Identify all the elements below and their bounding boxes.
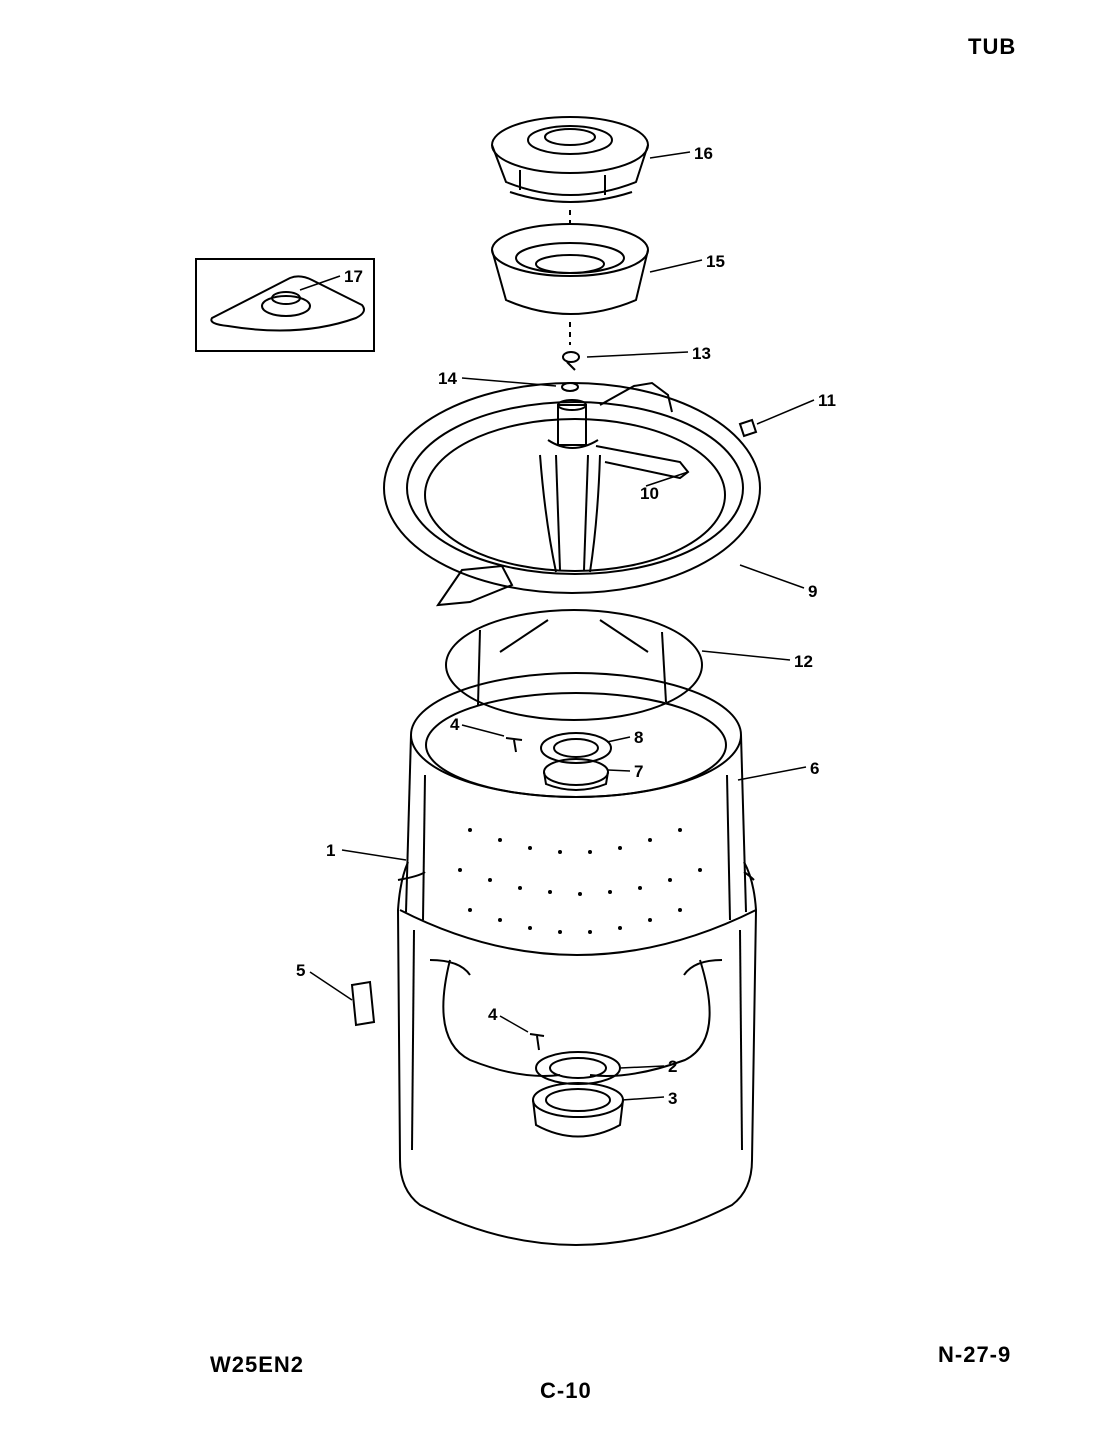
callout-16: 16 (694, 144, 713, 163)
callout-4-upper: 4 (450, 715, 460, 734)
screw-part-4-upper (505, 737, 523, 753)
basket-cover-part-12 (445, 609, 703, 721)
diagram-code: N-27-9 (938, 1342, 1012, 1367)
nut-part-11 (738, 418, 758, 438)
callout-15: 15 (706, 252, 725, 271)
callout-12: 12 (794, 652, 813, 671)
inset-part-17 (195, 258, 375, 352)
page-number: C-10 (540, 1378, 592, 1403)
basket-perforation (458, 828, 702, 934)
callout-3: 3 (668, 1089, 677, 1108)
screw-part-4-lower (529, 1033, 545, 1051)
section-title: TUB (968, 34, 1017, 59)
callout-10: 10 (640, 484, 659, 503)
callout-1: 1 (326, 841, 335, 860)
ring-part-15 (491, 223, 649, 315)
washer-part-14 (561, 382, 579, 392)
agitator-part-10 (539, 399, 690, 573)
callout-6: 6 (810, 759, 819, 778)
callout-4-lower: 4 (488, 1005, 498, 1024)
hub-part-8 (540, 732, 612, 764)
bearing-part-3 (532, 1082, 624, 1138)
label-part-5 (350, 980, 376, 1027)
callout-14: 14 (438, 369, 457, 388)
model-number: W25EN2 (210, 1352, 305, 1377)
callout-17: 17 (344, 267, 363, 286)
spin-basket-part-6 (405, 672, 747, 921)
leader-lines (299, 151, 815, 1101)
callout-7: 7 (634, 762, 643, 781)
callout-13: 13 (692, 344, 711, 363)
callout-11: 11 (818, 391, 836, 410)
callout-2: 2 (668, 1057, 677, 1076)
cap-part-16 (491, 116, 649, 203)
callout-5: 5 (296, 961, 305, 980)
outer-tub-part-1 (396, 861, 758, 1246)
screw-part-13 (562, 351, 580, 371)
seal-part-2 (535, 1051, 621, 1085)
tub-ring-part-9 (383, 381, 761, 607)
hub-part-7 (543, 758, 609, 791)
callout-9: 9 (808, 582, 817, 601)
callout-8: 8 (634, 728, 643, 747)
